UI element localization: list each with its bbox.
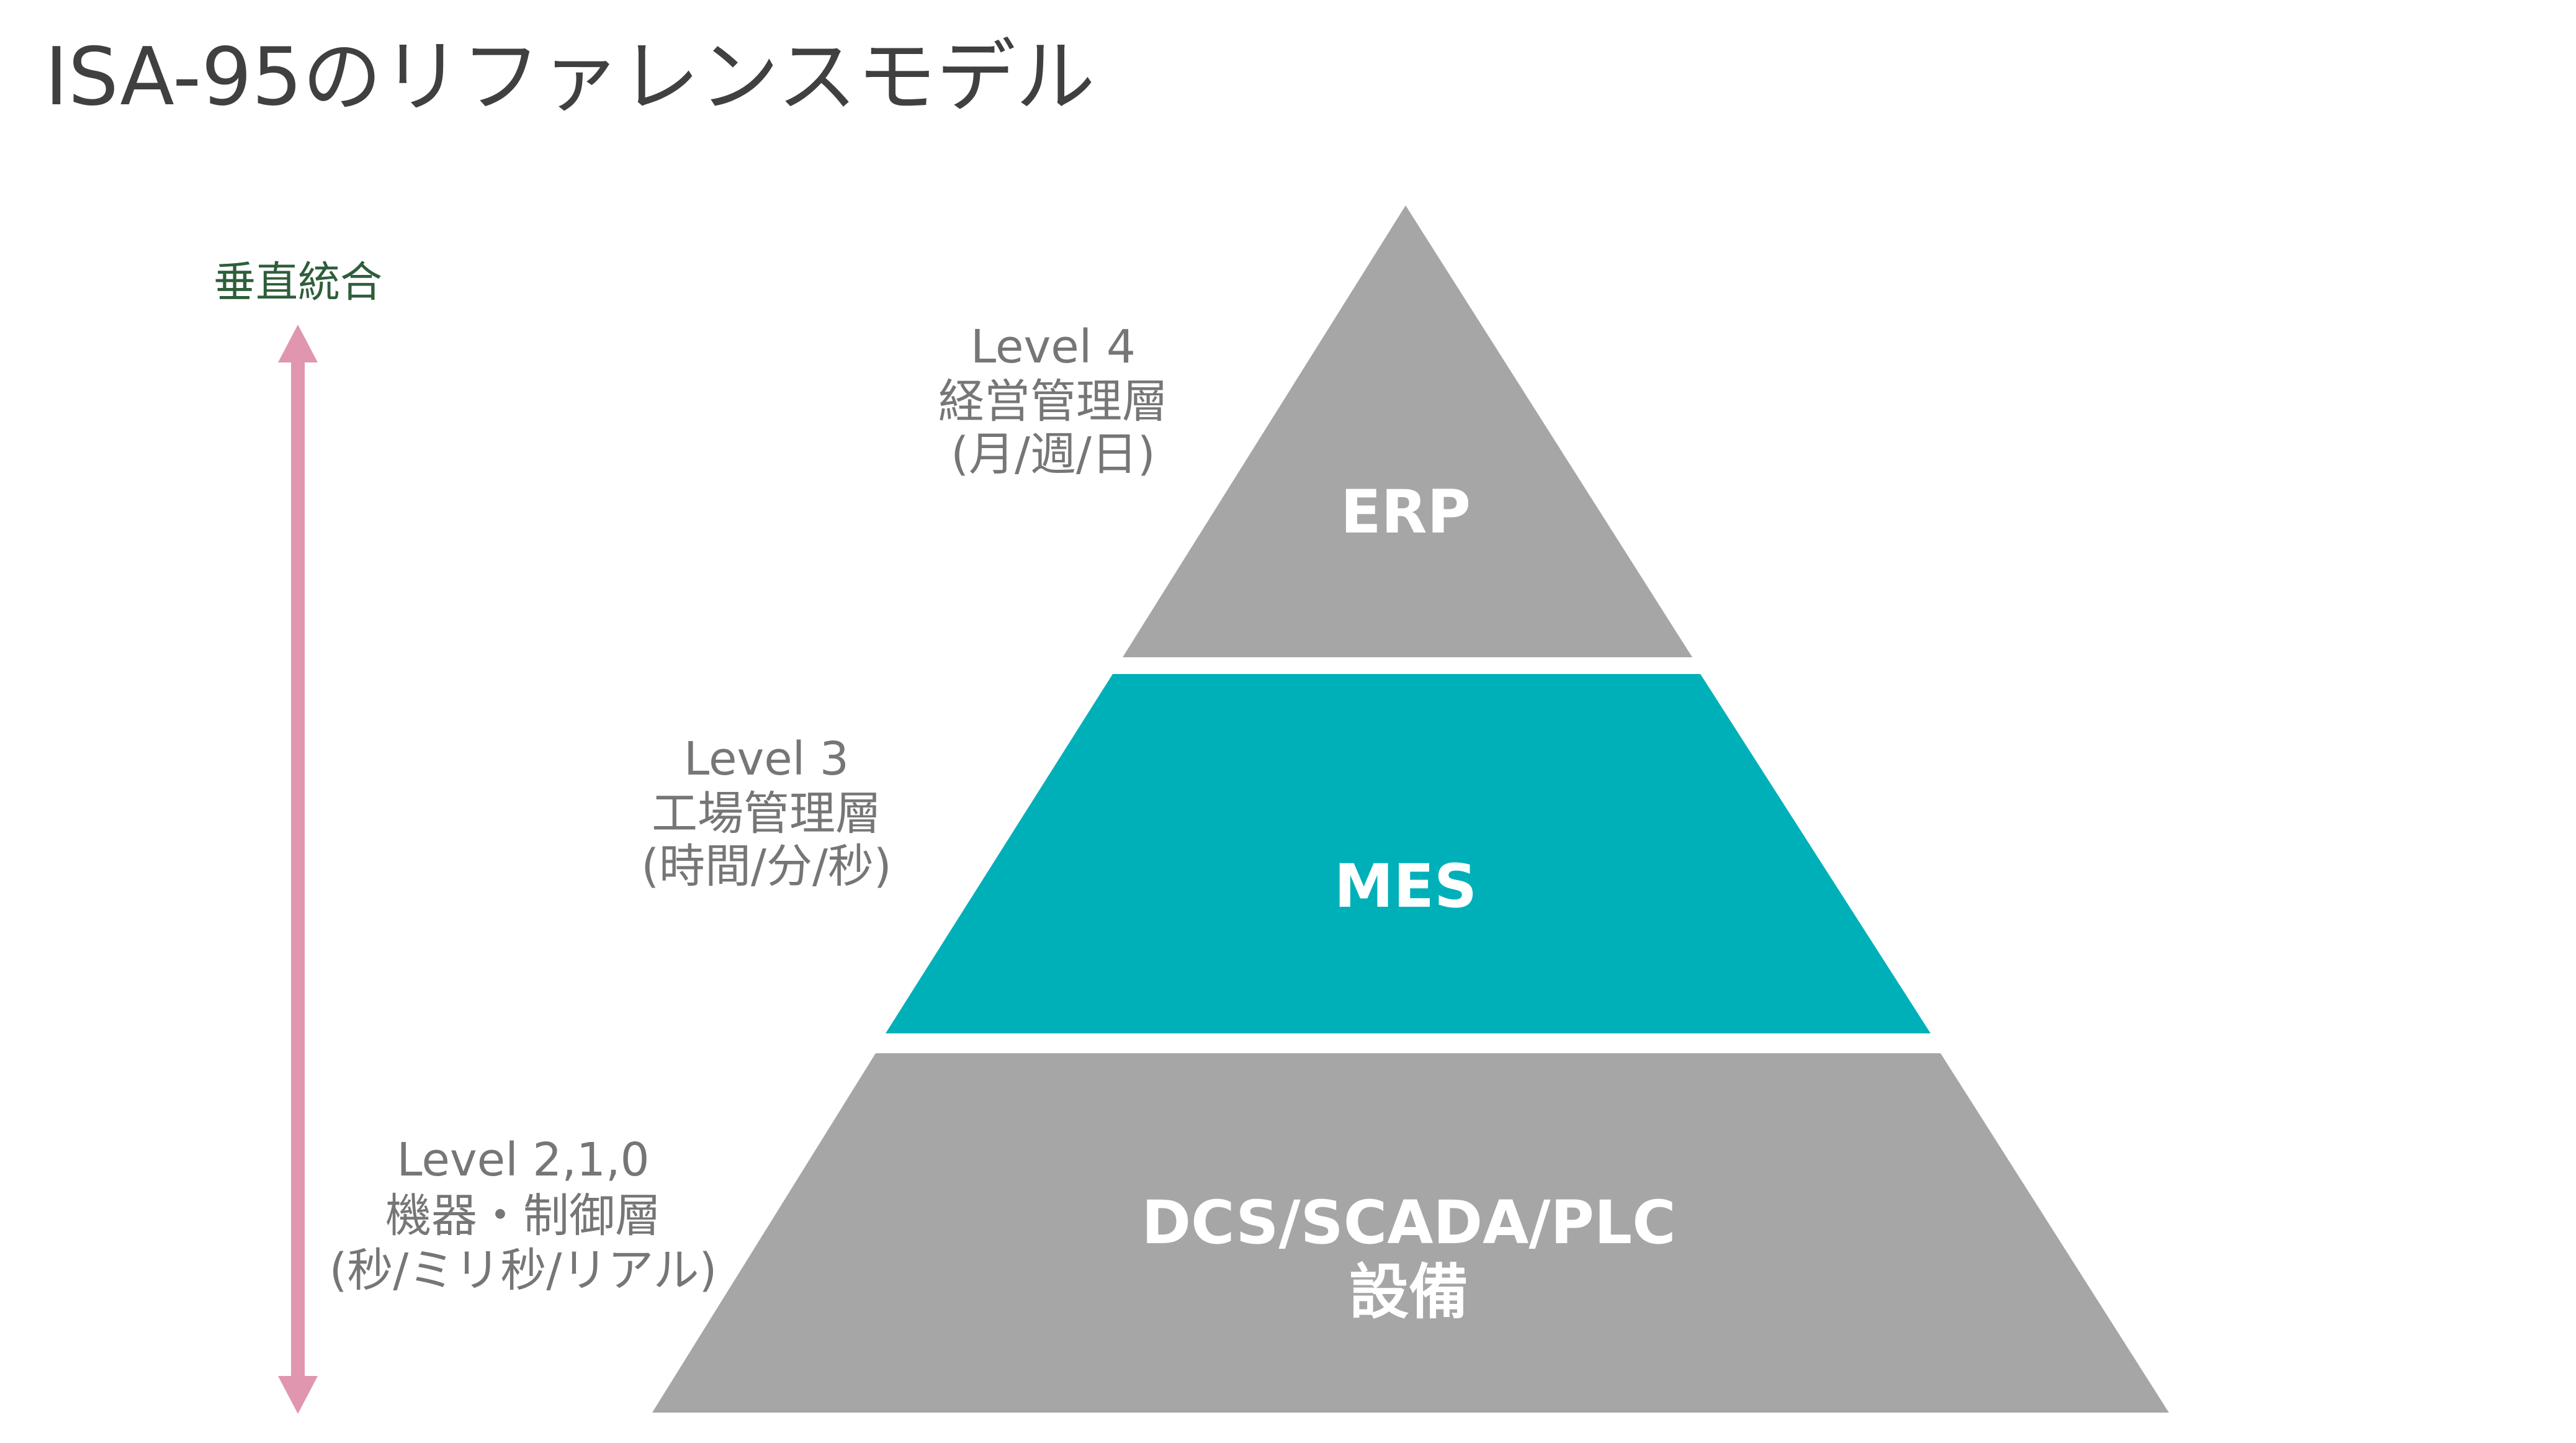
level-number: Level 2,1,0 — [397, 1133, 649, 1187]
level-timescale: (時間/分/秒) — [641, 840, 892, 893]
tier-mes — [886, 674, 1931, 1033]
level-4-label: Level 4 経営管理層 (月/週/日) — [938, 320, 1168, 481]
tier-erp-label: ERP — [1340, 477, 1471, 547]
vertical-integration-label: 垂直統合 — [213, 258, 382, 307]
level-timescale: (秒/ミリ秒/リアル) — [330, 1244, 717, 1297]
tier-erp — [1123, 205, 1692, 657]
level-name: 工場管理層 — [652, 787, 881, 840]
level-name: 経営管理層 — [938, 375, 1168, 428]
level-3-label: Level 3 工場管理層 (時間/分/秒) — [641, 732, 892, 893]
tier-equipment-label: DCS/SCADA/PLC — [1141, 1188, 1676, 1257]
level-name: 機器・制御層 — [385, 1189, 661, 1243]
level-number: Level 4 — [971, 320, 1136, 374]
level-210-label: Level 2,1,0 機器・制御層 (秒/ミリ秒/リアル) — [330, 1133, 717, 1297]
page-title: ISA-95のリファレンスモデル — [45, 31, 1095, 124]
tier-equipment — [652, 1053, 2169, 1413]
tier-mes-label: MES — [1334, 852, 1477, 921]
level-timescale: (月/週/日) — [951, 428, 1156, 481]
level-number: Level 3 — [684, 732, 849, 786]
tier-equipment-sublabel: 設備 — [1349, 1257, 1468, 1327]
vertical-integration-arrow-icon — [278, 325, 318, 1414]
